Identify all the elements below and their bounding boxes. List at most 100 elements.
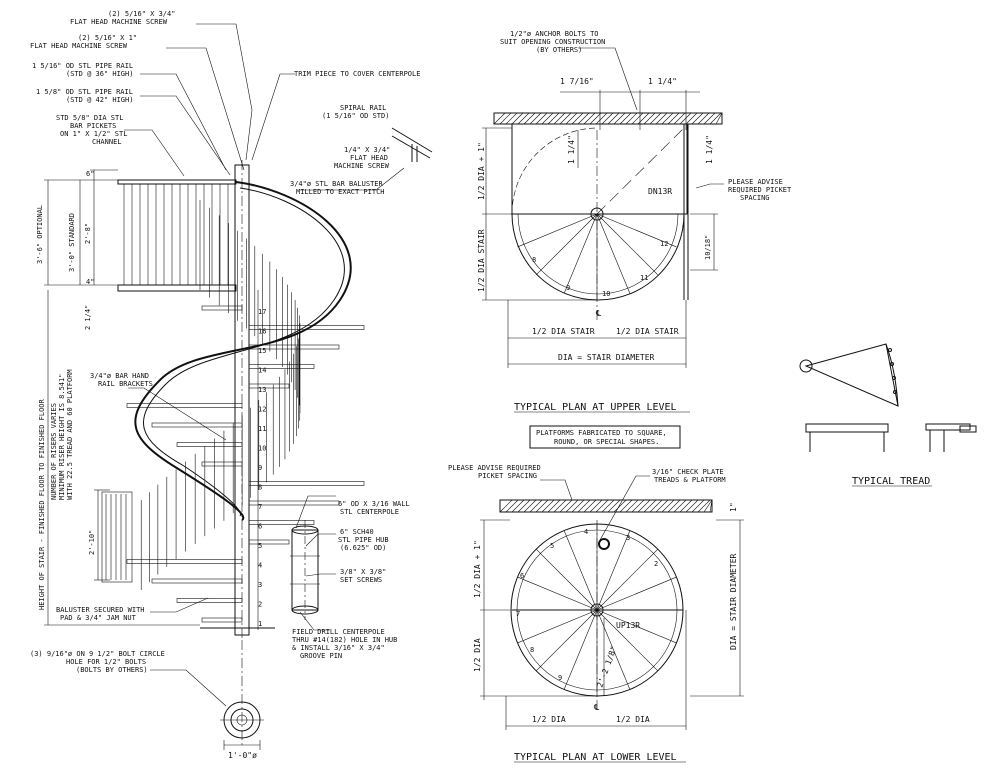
callout-set-screws: 3/8" X 3/8"	[340, 568, 386, 576]
riser-number: 6	[258, 523, 262, 531]
risers-note-1: NUMBER OF RISERS VARIES	[50, 403, 58, 500]
lower-plan-view: PLEASE ADVISE REQUIRED PICKET SPACING 3/…	[448, 464, 744, 763]
lower-tread-number: 2	[654, 560, 658, 568]
callout-trim-piece: TRIM PIECE TO COVER CENTERPOLE	[294, 70, 420, 78]
dim-3-6-optional: 3'-6" OPTIONAL	[36, 205, 44, 264]
typical-tread-view: TYPICAL TREAD	[799, 343, 977, 487]
callout-pipe-rail-36: 1 5/16" OD STL PIPE RAIL	[32, 62, 133, 70]
lower-half-dia-r: 1/2 DIA	[616, 715, 650, 724]
callout-pickets: STD 5/8" DIA STL	[56, 114, 123, 122]
callout-field-drill-b: THRU #14(182) HOLE IN HUB	[292, 636, 397, 644]
callout-field-drill-c: & INSTALL 3/16" X 3/4"	[292, 644, 385, 652]
upper-stair-code: DN13R	[648, 187, 672, 196]
callout-screw-14-c: MACHINE SCREW	[334, 162, 390, 170]
riser-number: 12	[258, 406, 266, 414]
lower-tread-number: 5	[550, 542, 554, 550]
callout-baluster: 3/4"ø STL BAR BALUSTER	[290, 180, 384, 188]
dim-2-10: 2'-10"	[88, 530, 96, 555]
upper-landing	[511, 123, 688, 215]
treads-elevation	[126, 305, 365, 623]
callout-hub-c: (6.625" OD)	[340, 544, 386, 552]
upper-pickets	[123, 184, 229, 285]
callout-hub: 6" SCH40	[340, 528, 374, 536]
riser-number: 8	[258, 484, 262, 492]
riser-number: 14	[258, 367, 266, 375]
callout-pickets-b: BAR PICKETS	[70, 122, 116, 130]
spiral-rail-detail	[391, 127, 433, 162]
upper-dim-top-left: 1 7/16"	[560, 77, 594, 86]
upper-half-dia-stair-v: 1/2 DIA STAIR	[477, 229, 486, 292]
upper-dim-top-right: 1 1/4"	[648, 77, 677, 86]
lower-cl: ℄	[593, 703, 600, 712]
lower-tread-number: 6	[520, 572, 524, 580]
callout-bolt-holes-b: HOLE FOR 1/2" BOLTS	[66, 658, 146, 666]
callout-field-drill: FIELD DRILL CENTERPOLE	[292, 628, 385, 636]
typical-tread-title: TYPICAL TREAD	[852, 476, 930, 487]
centerpole-hub-detail	[290, 520, 320, 620]
riser-number: 1	[258, 620, 262, 628]
lower-dim-2-2: 2'-2 1/8"	[595, 645, 618, 689]
upper-platform	[117, 284, 237, 292]
callout-pipe-rail-42-b: (STD @ 42" HIGH)	[66, 96, 133, 104]
callout-screw-516x1: (2) 5/16" X 1"	[78, 34, 137, 42]
upper-anchor-note: 1/2"ø ANCHOR BOLTS TO	[510, 30, 599, 38]
callout-hand-rail-b: RAIL BRACKETS	[98, 380, 153, 388]
lower-tread-number: 9	[558, 674, 562, 682]
lower-dim-1: 1"	[729, 502, 738, 512]
riser-number: 3	[258, 581, 262, 589]
upper-stair-outline	[511, 213, 685, 301]
riser-number: 16	[258, 328, 266, 336]
callout-hand-rail: 3/4"ø BAR HAND	[90, 372, 149, 380]
callout-pickets-d: CHANNEL	[92, 138, 122, 146]
upper-dim-10-18: 10/18"	[704, 235, 712, 260]
lower-tread-numbers: 2 3 4 5 6 7 8 9	[516, 528, 658, 682]
lower-dia-stair: DIA = STAIR DIAMETER	[729, 553, 738, 650]
callout-field-drill-d: GROOVE PIN	[300, 652, 342, 660]
lower-tread-number: 7	[516, 610, 520, 618]
lower-tread-number: 4	[584, 528, 588, 536]
callout-centerpole: 6" OD X 3/16 WALL	[338, 500, 410, 508]
upper-tread-number: 8	[532, 256, 536, 264]
riser-number: 9	[258, 464, 262, 472]
lower-rail-panel	[101, 491, 133, 583]
tread-plan-shape	[804, 343, 899, 407]
upper-plan-view: 1/2"ø ANCHOR BOLTS TO SUIT OPENING CONST…	[477, 30, 792, 413]
upper-anchor-note-c: (BY OTHERS)	[536, 46, 582, 54]
callout-baluster-secured: BALUSTER SECURED WITH	[56, 606, 145, 614]
upper-advise-note-c: SPACING	[740, 194, 770, 202]
dim-2-14: 2 1/4"	[84, 305, 92, 330]
lower-half-dia-l: 1/2 DIA	[532, 715, 566, 724]
upper-half-dia-stair-r: 1/2 DIA STAIR	[616, 327, 679, 336]
callout-pipe-rail-42: 1 5/8" OD STL PIPE RAIL	[36, 88, 133, 96]
lower-check-plate-note-b: TREADS & PLATFORM	[654, 476, 726, 484]
upper-tread-lines	[511, 213, 683, 300]
callout-spiral-rail: SPIRAL RAIL	[340, 104, 386, 112]
lower-plan-title: TYPICAL PLAN AT LOWER LEVEL	[514, 752, 677, 763]
tread-section-b	[925, 423, 971, 431]
dim-3-0-standard: 3'-0" STANDARD	[68, 213, 76, 272]
lower-pickets	[105, 494, 127, 580]
dim-4: 4"	[86, 278, 94, 286]
callout-screw-516x34: (2) 5/16" X 3/4"	[108, 10, 175, 18]
top-rail	[117, 179, 237, 185]
dim-2-8: 2'-8"	[84, 223, 92, 244]
lower-tread-number: 3	[626, 534, 630, 542]
riser-number: 4	[258, 562, 262, 570]
riser-number: 7	[258, 503, 262, 511]
riser-number: 15	[258, 347, 266, 355]
callout-baluster-b: MILLED TO EXACT PITCH	[296, 188, 385, 196]
upper-anchor-note-b: SUIT OPENING CONSTRUCTION	[500, 38, 605, 46]
upper-half-dia-stair-l: 1/2 DIA STAIR	[532, 327, 595, 336]
riser-number: 17	[258, 308, 266, 316]
upper-dia-label: DIA = STAIR DIAMETER	[558, 353, 655, 362]
lower-stair-code: UP13R	[616, 621, 640, 630]
spiral-handrail	[134, 181, 352, 521]
lower-wall	[499, 499, 713, 513]
upper-tread-number: 11	[640, 274, 648, 282]
callout-screw-516x1-b: FLAT HEAD MACHINE SCREW	[30, 42, 128, 50]
lower-tread-number: 8	[530, 646, 534, 654]
callout-screw-14-b: FLAT HEAD	[350, 154, 388, 162]
callout-set-screws-b: SET SCREWS	[340, 576, 382, 584]
